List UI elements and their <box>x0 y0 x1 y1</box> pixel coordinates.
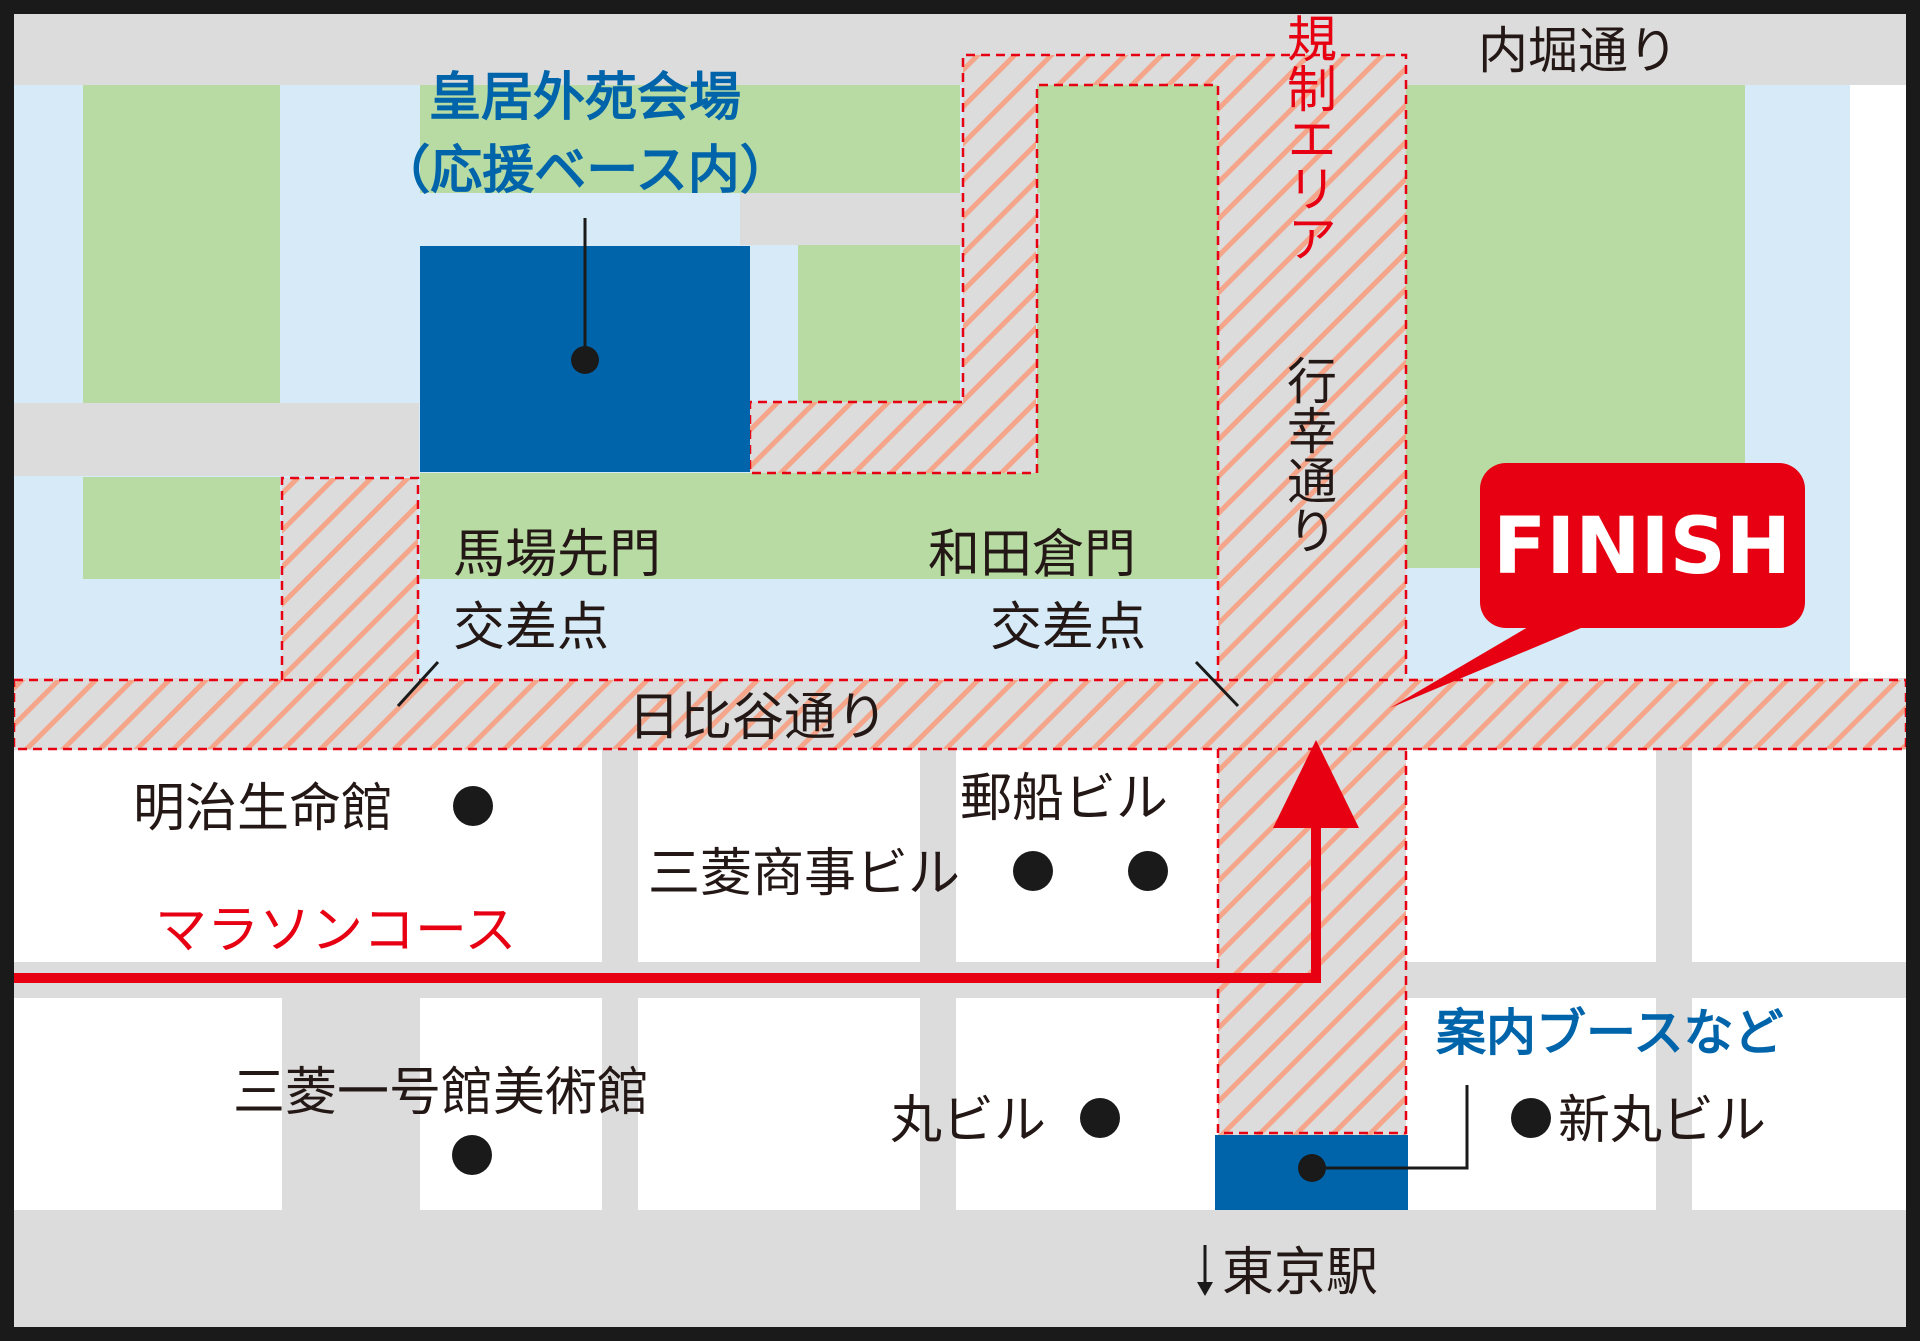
shin-marunouchi-building-label: 新丸ビル <box>1558 1091 1766 1151</box>
city-block <box>1692 998 1906 1210</box>
info-booth-leader-line <box>1312 1085 1469 1170</box>
wadakuramon-label: 和田倉門 <box>928 525 1136 585</box>
marunouchi-building-label: 丸ビル <box>890 1091 1046 1151</box>
mitsubishi-shoji-label: 三菱商事ビル <box>648 844 960 904</box>
course-arrow-icon <box>1273 740 1359 828</box>
park-area <box>83 477 280 579</box>
babasakimon-label: 馬場先門 <box>453 525 661 585</box>
park-area <box>420 85 960 193</box>
down-arrow-icon <box>1197 1245 1213 1296</box>
park-area <box>798 245 960 402</box>
right-margin-block <box>1850 85 1906 678</box>
meiji-seimei-dot <box>453 786 493 826</box>
babasakimon-sublabel: 交差点 <box>453 598 609 658</box>
meiji-seimei-label: 明治生命館 <box>133 779 393 839</box>
marathon-course-line <box>14 820 1321 983</box>
wadakuramon-tick <box>1194 660 1240 708</box>
park-area <box>1037 85 1218 475</box>
restricted-area-label: 規制エリア <box>1279 13 1337 263</box>
city-block <box>638 750 920 962</box>
finish-label: FINISH <box>1493 502 1791 592</box>
park-area <box>83 85 280 403</box>
mitsubishi-shoji-dot <box>1013 851 1053 891</box>
city-block <box>638 998 920 1210</box>
babasakimon-tick <box>396 660 440 708</box>
city-block <box>1692 750 1906 962</box>
marunouchi-building-dot <box>1080 1098 1120 1138</box>
city-block <box>956 750 1218 962</box>
city-block <box>14 998 282 1210</box>
mitsubishi-ichigokan-label: 三菱一号館美術館 <box>233 1063 649 1123</box>
park-area <box>420 473 1218 579</box>
road-strip <box>14 403 419 476</box>
finish-callout <box>1390 463 1805 708</box>
info-booth-dot <box>1298 1154 1326 1182</box>
wadakuramon-sublabel: 交差点 <box>990 598 1146 658</box>
info-booth-label: 案内ブースなど <box>1436 1004 1784 1062</box>
hibiya-street-label: 日比谷通り <box>628 688 888 748</box>
venue-dot <box>571 346 599 374</box>
tokyo-station-label: 東京駅 <box>1222 1243 1378 1303</box>
marathon-course-label: マラソンコース <box>155 901 516 961</box>
city-block <box>420 998 602 1210</box>
city-block <box>1406 750 1656 962</box>
venue-label: 皇居外苑会場 <box>429 68 741 128</box>
yusen-building-label: 郵船ビル <box>960 769 1168 829</box>
shin-marunouchi-building-dot <box>1511 1098 1551 1138</box>
city-block <box>14 750 602 962</box>
uchibori-street-label: 内堀通り <box>1478 22 1678 80</box>
yusen-building-dot <box>1128 851 1168 891</box>
mitsubishi-ichigokan-dot <box>452 1135 492 1175</box>
gyoko-street-label: 行幸通り <box>1279 355 1337 555</box>
venue-sublabel: （応援ベース内） <box>378 141 791 201</box>
